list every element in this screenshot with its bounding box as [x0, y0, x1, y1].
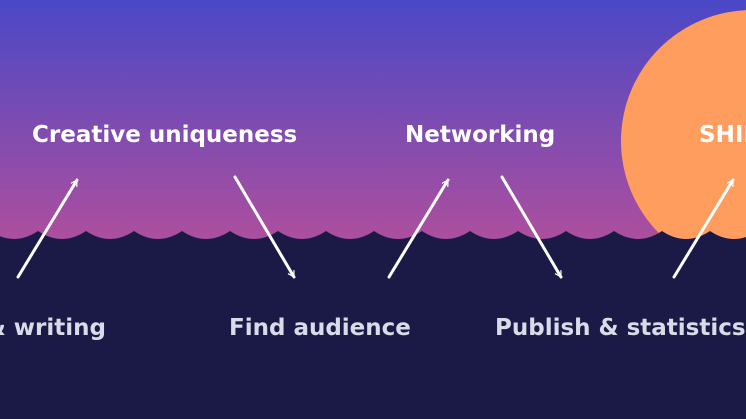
- step-label-reading-writing: Reading & writing: [0, 315, 106, 341]
- arrow-creative-to-audience: [233, 175, 296, 279]
- sea-waves: [0, 231, 746, 419]
- arrow-networking-to-publish: [500, 175, 563, 279]
- step-label-find-audience: Find audience: [229, 315, 411, 341]
- arrow-reading-to-creative: [16, 178, 79, 279]
- arrow-publish-to-shine: [672, 178, 735, 279]
- step-label-creative-uniqueness: Creative uniqueness: [32, 122, 298, 148]
- arrow-layer: [16, 175, 735, 279]
- step-label-publish-statistics: Publish & statistics: [495, 315, 746, 341]
- sky-gradient: [0, 0, 746, 250]
- step-label-shine: SHINE: [699, 122, 746, 148]
- step-label-networking: Networking: [405, 122, 556, 148]
- sun-shape: [621, 10, 746, 272]
- arrow-audience-to-networking: [387, 178, 450, 279]
